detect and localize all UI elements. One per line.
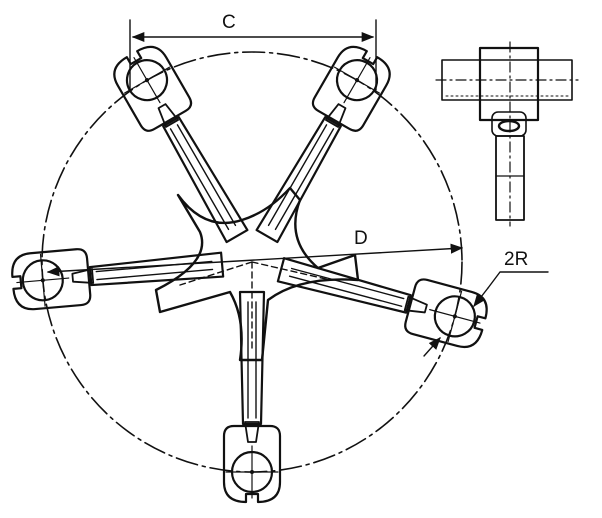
dimension-d: D <box>46 228 464 277</box>
dimension-c: C <box>129 12 377 91</box>
dimension-d-label: D <box>354 228 368 249</box>
dimension-c-label: C <box>222 12 236 33</box>
clamp-arm-upper-left <box>113 45 249 244</box>
dimension-2r-label: 2R <box>504 249 528 270</box>
side-view-icon <box>441 41 573 227</box>
arms-group <box>11 45 488 504</box>
clamp-arm-right <box>276 257 488 349</box>
dimension-2r: 2R <box>423 249 549 357</box>
clamp-arm-upper-right <box>255 45 391 244</box>
spacer-hub-icon <box>154 186 360 362</box>
